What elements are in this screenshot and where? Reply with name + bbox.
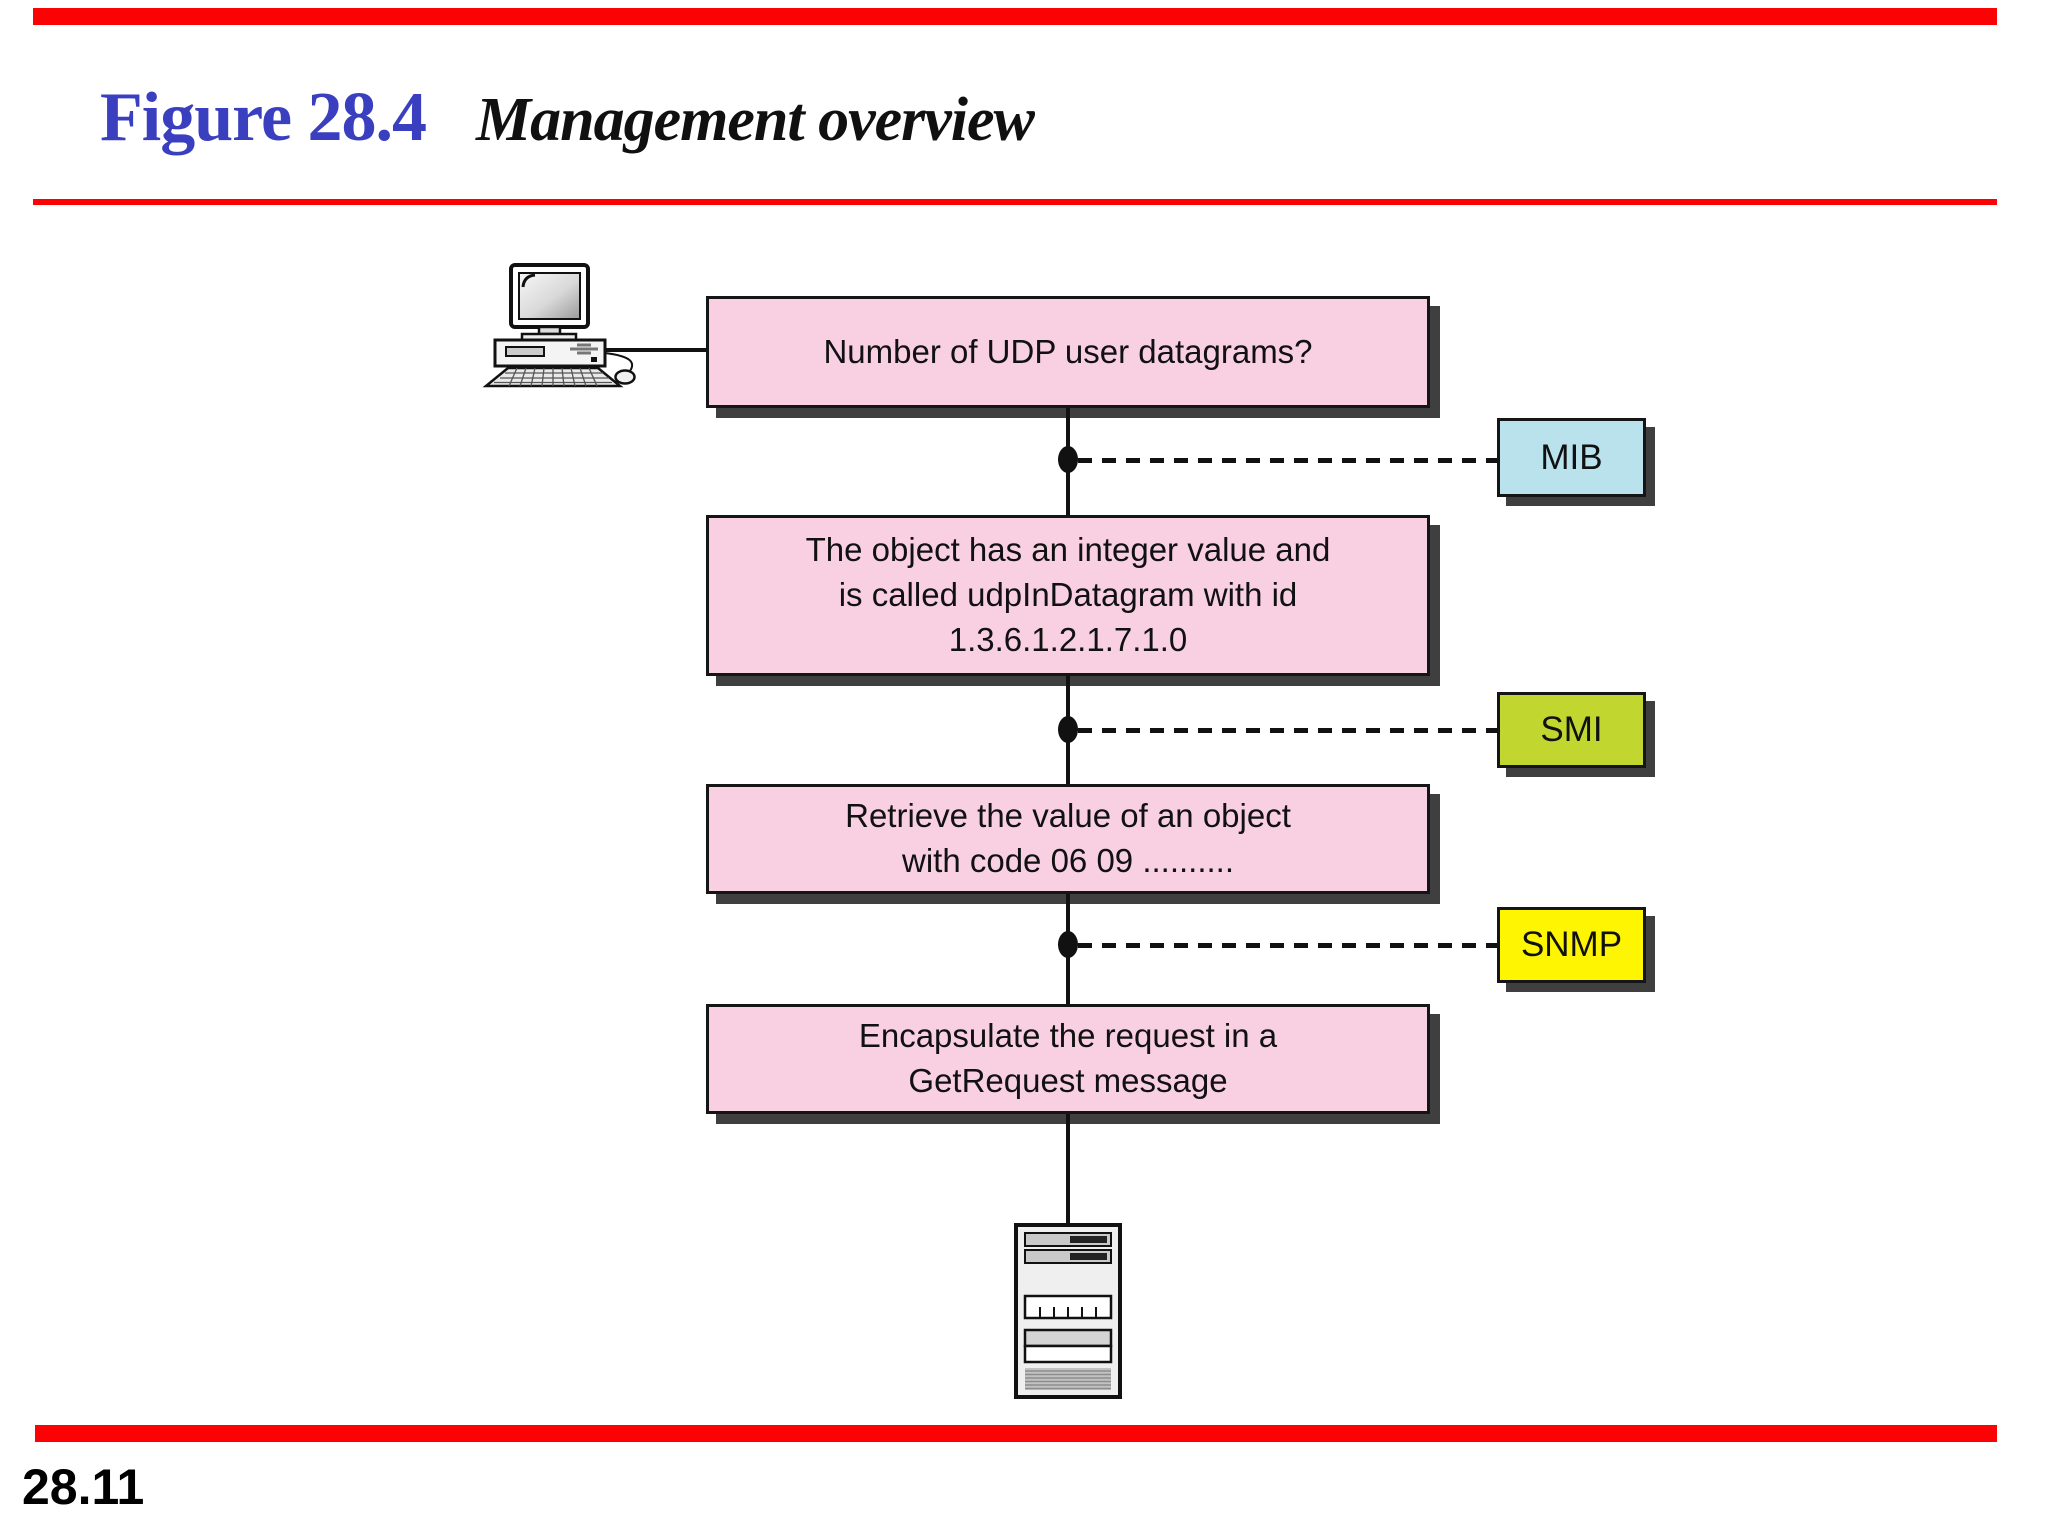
smi-label-box: SMI <box>1497 692 1646 768</box>
title-underline <box>33 199 1997 205</box>
flow-box-question: Number of UDP user datagrams? <box>706 296 1430 408</box>
vertical-connector <box>1066 1114 1070 1226</box>
flow-box-line: GetRequest message <box>908 1062 1228 1099</box>
flow-box-line: is called udpInDatagram with id <box>838 576 1298 614</box>
manager-connector-line <box>605 348 706 352</box>
snmp-label-box: SNMP <box>1497 907 1646 983</box>
connector-dot-smi <box>1058 716 1078 743</box>
slide-header: Figure 28.4 Management overview <box>100 78 1035 158</box>
dashed-line-mib <box>1078 458 1497 463</box>
flow-box-line: Encapsulate the request in a <box>858 1017 1278 1055</box>
dashed-line-snmp <box>1078 943 1497 948</box>
flow-box-line: Retrieve the value of an object <box>845 797 1291 835</box>
mib-label-box: MIB <box>1497 418 1646 497</box>
connector-dot-mib <box>1058 446 1078 473</box>
server-tower-icon <box>1013 1222 1123 1400</box>
desktop-computer-icon <box>478 256 638 391</box>
bottom-accent-bar <box>35 1425 1997 1442</box>
flow-box-line: The object has an integer value and <box>805 531 1331 569</box>
flow-box-encapsulate: Encapsulate the request in a GetRequest … <box>706 1004 1430 1114</box>
flow-box-line: Number of UDP user datagrams? <box>823 332 1313 370</box>
snmp-label: SNMP <box>1520 925 1623 964</box>
dashed-line-smi <box>1078 728 1497 733</box>
flow-box-line: with code 06 09 .......... <box>901 842 1234 879</box>
figure-label: Figure 28.4 <box>100 79 427 156</box>
figure-title: Management overview <box>476 86 1035 154</box>
flow-box-line: 1.3.6.1.2.1.7.1.0 <box>948 620 1188 658</box>
flow-box-retrieve: Retrieve the value of an object with cod… <box>706 784 1430 894</box>
mib-label: MIB <box>1540 437 1603 477</box>
smi-label: SMI <box>1540 710 1603 749</box>
page-number: 28.11 <box>22 1459 145 1515</box>
connector-dot-snmp <box>1058 931 1078 958</box>
top-accent-bar <box>33 8 1997 25</box>
flow-box-object-id: The object has an integer value and is c… <box>706 515 1430 676</box>
